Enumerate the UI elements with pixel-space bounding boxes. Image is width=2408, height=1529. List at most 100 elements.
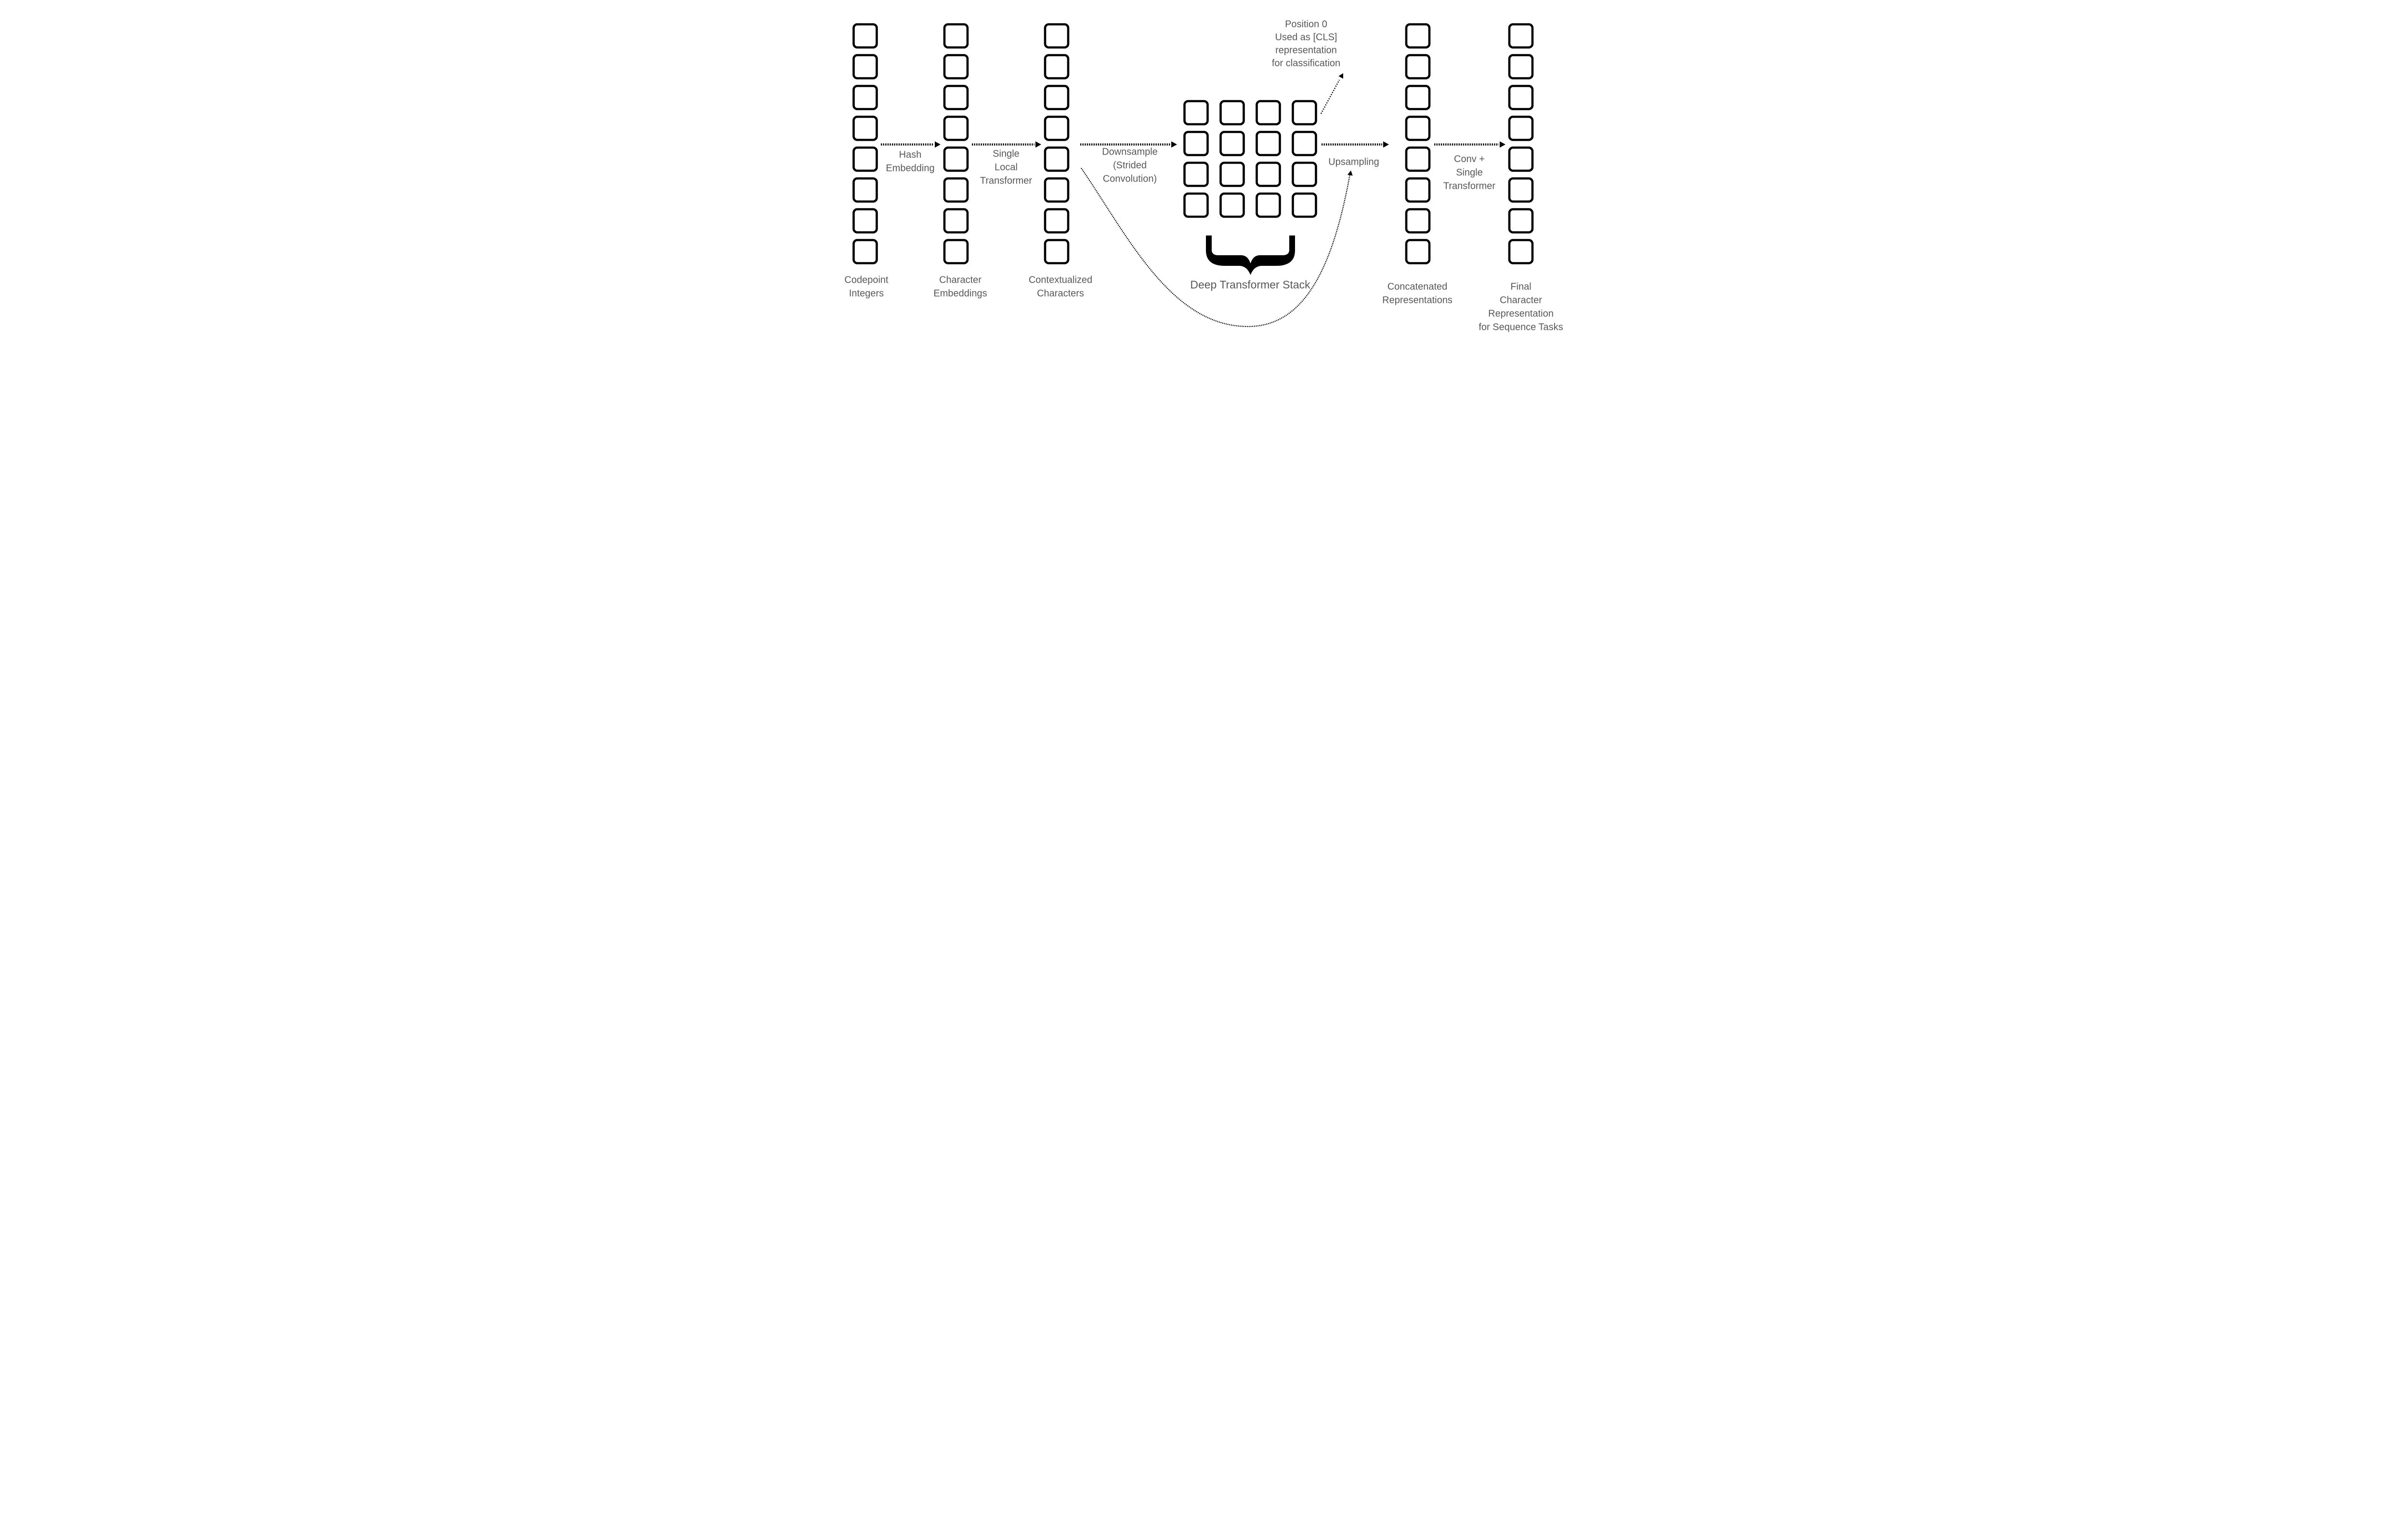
token-cell	[943, 116, 969, 141]
label-line: Hash	[899, 149, 922, 160]
label-line: Downsample	[1102, 146, 1158, 157]
label-line: Upsampling	[1328, 157, 1379, 167]
token-cell	[852, 239, 878, 264]
token-cell	[1508, 239, 1534, 264]
token-cell	[852, 85, 878, 110]
token-cell	[1183, 131, 1209, 157]
label-line: Representations	[1382, 295, 1453, 305]
column-contextualized-characters	[1044, 23, 1070, 264]
token-cell	[1183, 192, 1209, 218]
token-cell	[943, 85, 969, 110]
label-line: Single	[1456, 167, 1483, 178]
cls-note-line: for classification	[1272, 58, 1340, 68]
token-cell	[1292, 131, 1317, 157]
token-cell	[1405, 23, 1431, 49]
label-line: Representation	[1488, 308, 1554, 319]
token-cell	[1508, 85, 1534, 110]
token-cell	[943, 54, 969, 79]
token-cell	[1292, 161, 1317, 187]
codepoint-integers-label: Codepoint Integers	[844, 274, 889, 299]
arrowhead-icon	[935, 141, 941, 148]
token-cell	[1044, 23, 1070, 49]
token-cell	[1405, 177, 1431, 203]
token-cell	[1256, 100, 1281, 126]
label-line: Embedding	[886, 163, 934, 173]
token-cell	[1219, 161, 1245, 187]
token-cell	[1256, 192, 1281, 218]
token-cell	[1508, 116, 1534, 141]
token-cell	[1508, 54, 1534, 79]
token-cell	[1219, 192, 1245, 218]
character-embeddings-label: Character Embeddings	[933, 274, 987, 299]
token-cell	[1508, 177, 1534, 203]
arrowhead-icon	[1347, 170, 1353, 176]
label-line: for Sequence Tasks	[1479, 322, 1563, 332]
token-cell	[1508, 23, 1534, 49]
label-line: Local	[995, 162, 1018, 172]
label-line: Integers	[849, 288, 884, 299]
upsampling-arrow	[1322, 141, 1389, 148]
token-cell	[1044, 146, 1070, 172]
token-cell	[852, 23, 878, 49]
label-line: Transformer	[1443, 181, 1496, 191]
deep-transformer-stack-label: Deep Transformer Stack	[1190, 278, 1310, 291]
column-codepoint-integers	[852, 23, 878, 264]
token-cell	[1405, 85, 1431, 110]
cls-note-line: Used as [CLS]	[1275, 32, 1337, 42]
token-cell	[1405, 146, 1431, 172]
concatenated-representations-label: Concatenated Representations	[1382, 281, 1453, 305]
label-line: (Strided	[1113, 160, 1147, 170]
downsample-label: Downsample (Strided Convolution)	[1102, 146, 1158, 184]
cls-note-line: representation	[1275, 45, 1337, 55]
upsampling-label: Upsampling	[1328, 157, 1379, 167]
conv-single-transformer-label: Conv + Single Transformer	[1443, 154, 1496, 191]
token-cell	[1044, 54, 1070, 79]
label-line: Character	[1500, 295, 1542, 305]
label-line: Embeddings	[933, 288, 987, 299]
deep-transformer-grid	[1183, 100, 1317, 218]
arrowhead-icon	[1500, 141, 1505, 148]
hash-embedding-arrow	[881, 141, 941, 148]
token-cell	[1292, 100, 1317, 126]
token-cell	[1219, 100, 1245, 126]
arrowhead-icon	[1338, 73, 1343, 79]
label-line: Conv +	[1454, 154, 1485, 164]
contextualized-characters-label: Contextualized Characters	[1029, 274, 1092, 299]
token-cell	[1044, 85, 1070, 110]
label-line: Transformer	[980, 175, 1033, 186]
arrowhead-icon	[1035, 141, 1041, 148]
token-cell	[943, 239, 969, 264]
label-line: Single	[993, 148, 1020, 159]
token-cell	[943, 177, 969, 203]
label-line: Convolution)	[1103, 173, 1157, 184]
token-cell	[1405, 239, 1431, 264]
token-cell	[1219, 131, 1245, 157]
token-cell	[1044, 116, 1070, 141]
arrowhead-icon	[1383, 141, 1389, 148]
token-cell	[852, 116, 878, 141]
architecture-diagram: Position 0 Used as [CLS] representation …	[844, 19, 1563, 332]
cls-note: Position 0 Used as [CLS] representation …	[1272, 19, 1340, 68]
label-line: Final	[1510, 281, 1531, 292]
token-cell	[1183, 161, 1209, 187]
token-cell	[1508, 146, 1534, 172]
column-character-embeddings	[943, 23, 969, 264]
token-cell	[943, 23, 969, 49]
conv-single-transformer-arrow	[1434, 141, 1505, 148]
label-line: Concatenated	[1387, 281, 1448, 292]
token-cell	[1183, 100, 1209, 126]
cls-arrow	[1320, 73, 1343, 114]
arrowhead-icon	[1171, 141, 1177, 148]
architecture-diagram-page: Position 0 Used as [CLS] representation …	[834, 0, 1574, 341]
final-character-representation-label: Final Character Representation for Seque…	[1479, 281, 1563, 332]
label-line: Codepoint	[844, 274, 889, 285]
token-cell	[852, 146, 878, 172]
token-cell	[943, 208, 969, 234]
token-cell	[1292, 192, 1317, 218]
token-cell	[1508, 208, 1534, 234]
token-cell	[1044, 239, 1070, 264]
label-line: Deep Transformer Stack	[1190, 278, 1310, 291]
token-cell	[1405, 116, 1431, 141]
column-concatenated-representations	[1405, 23, 1431, 264]
hash-embedding-label: Hash Embedding	[886, 149, 934, 173]
